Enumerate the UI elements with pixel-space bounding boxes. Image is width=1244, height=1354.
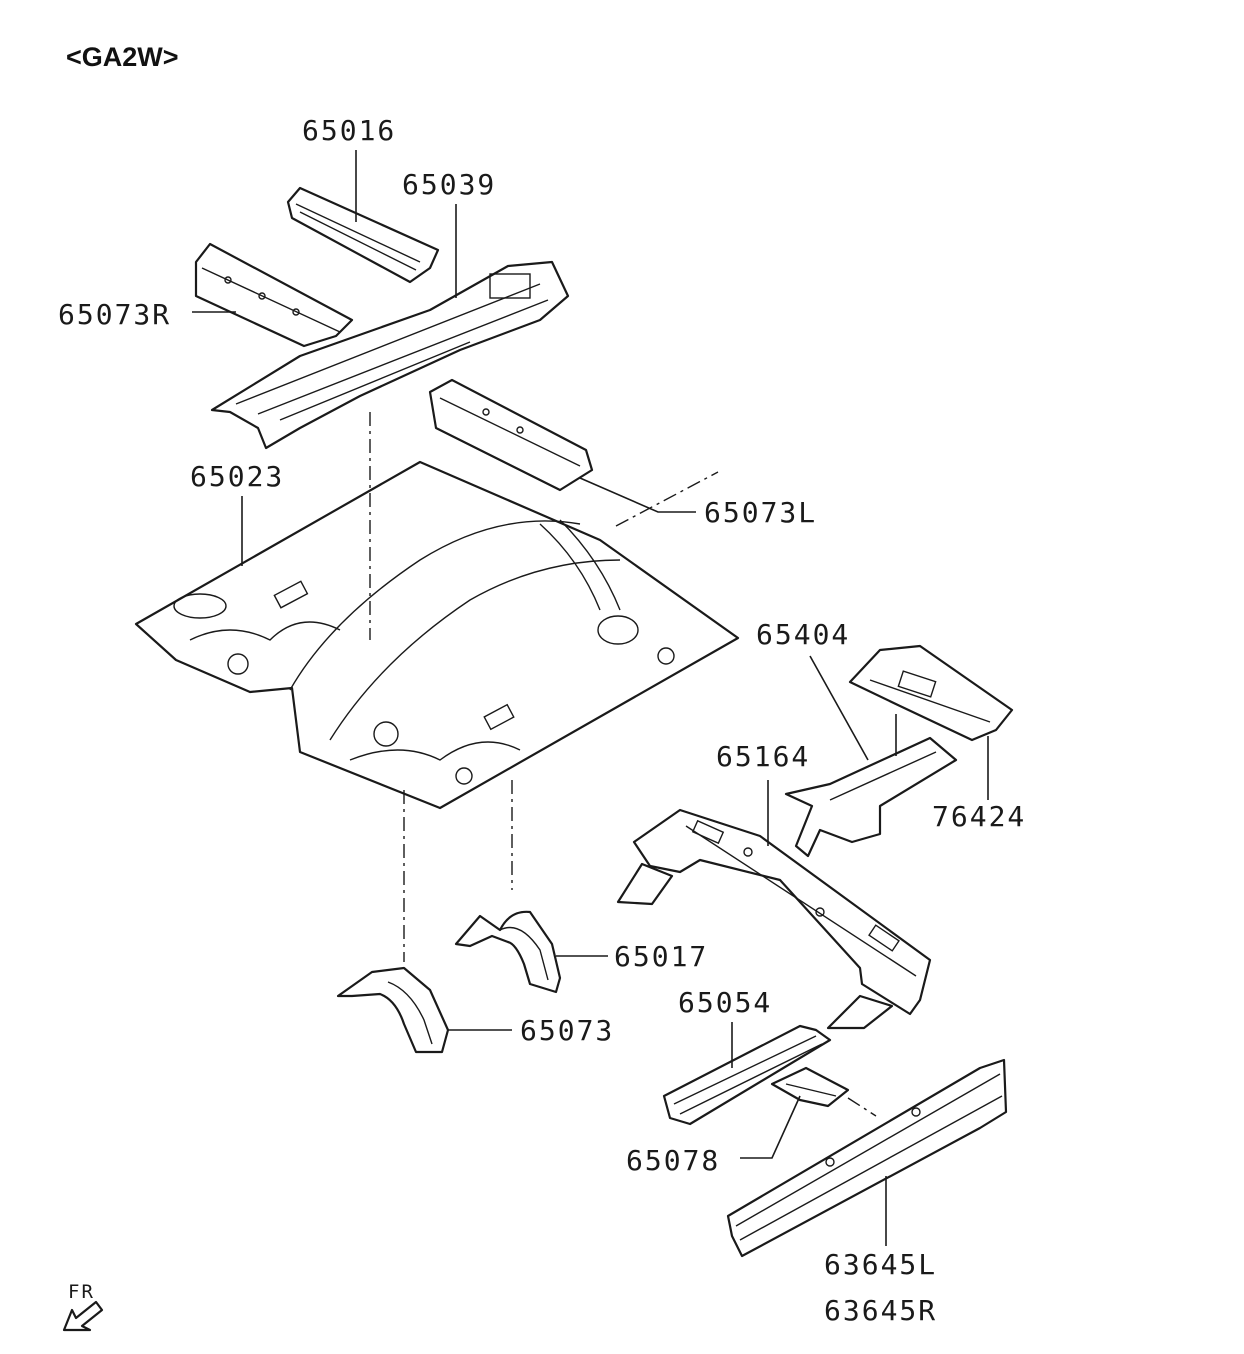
label-63645R: 63645R — [824, 1294, 937, 1327]
part-65073R-shape — [194, 242, 354, 348]
part-65078-shape — [770, 1066, 850, 1108]
part-65404-shape — [784, 736, 958, 858]
part-65023-shape — [134, 460, 740, 810]
label-63645L: 63645L — [824, 1248, 937, 1281]
model-code-label: <GA2W> — [66, 42, 179, 72]
part-65164-shape — [616, 808, 932, 1030]
label-65164: 65164 — [716, 740, 810, 773]
label-65073R: 65073R — [58, 298, 171, 331]
part-76424-shape — [848, 644, 1014, 742]
label-65078: 65078 — [626, 1144, 720, 1177]
leader-lines — [192, 150, 989, 1246]
label-65023: 65023 — [190, 460, 284, 493]
part-65016-shape — [286, 186, 440, 284]
label-65039: 65039 — [402, 168, 496, 201]
label-65073L: 65073L — [704, 496, 817, 529]
part-number-labels: 65016 65039 65073R 65023 65073L 65404 65… — [58, 114, 1026, 1327]
front-label: FR — [68, 1281, 95, 1303]
label-65054: 65054 — [678, 986, 772, 1019]
label-65404: 65404 — [756, 618, 850, 651]
part-63645-shape — [726, 1058, 1008, 1258]
part-65054-shape — [662, 1024, 832, 1126]
label-65073: 65073 — [520, 1014, 614, 1047]
part-65039-shape — [210, 260, 570, 450]
label-65016: 65016 — [302, 114, 396, 147]
assembly-lines — [369, 412, 877, 1117]
part-65073L-shape — [428, 378, 594, 492]
label-76424: 76424 — [932, 800, 1026, 833]
front-indicator: FR — [62, 1281, 104, 1332]
part-65017-shape — [454, 910, 562, 994]
label-65017: 65017 — [614, 940, 708, 973]
part-65073-shape — [336, 966, 450, 1054]
front-direction-arrow-icon — [62, 1300, 104, 1332]
